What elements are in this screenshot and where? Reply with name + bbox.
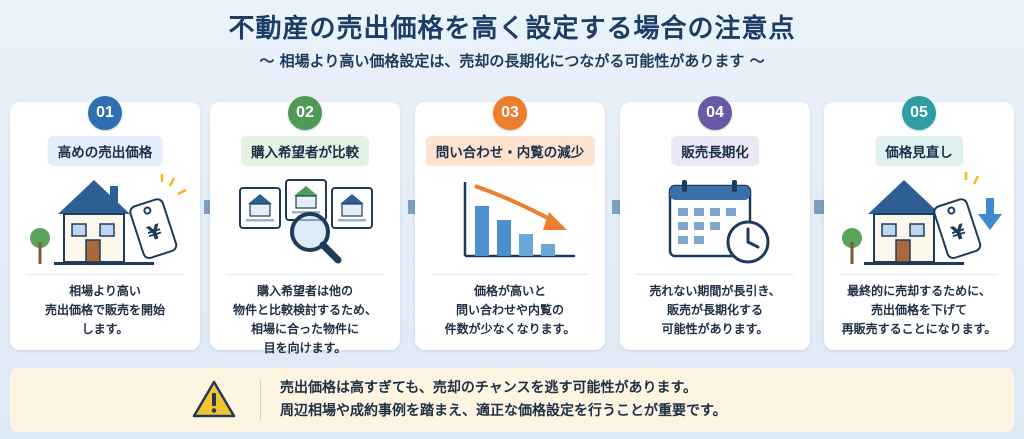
step-card-5: 05 価格見直し ¥ 最終的に売却するために、 売出価格を下げて 再販売すること… — [824, 96, 1014, 350]
step-number-badge: 02 — [288, 96, 322, 130]
declining-bar-chart-icon — [463, 182, 575, 258]
notice-box: 売出価格は高すぎても、売却のチャンスを逃す可能性があります。 周辺相場や成約事例… — [10, 368, 1014, 432]
steps-flow: 01 高めの売出価格 ¥ 相場より高い 売出価格で販売を開始 します。 — [10, 92, 1014, 355]
step-description: 最終的に売却するために、 売出価格を下げて 再販売することになります。 — [841, 284, 997, 336]
step-description: 売れない期間が長引き、 販売が長期化する 可能性があります。 — [649, 284, 781, 336]
step-number-badge: 05 — [902, 96, 936, 130]
house-price-tag-icon: ¥ — [30, 174, 187, 265]
calendar-clock-icon — [668, 180, 770, 264]
compare-listings-magnifier-icon — [239, 179, 373, 264]
step-card-4: 04 販売長期化 売れない期間が長引き、 販売が長期化する 可能性があります。 — [620, 96, 810, 350]
step-card-1: 01 高めの売出価格 ¥ 相場より高い 売出価格で販売を開始 します。 — [10, 96, 200, 350]
step-label: 購入希望者が比較 — [241, 136, 369, 166]
notice-message: 売出価格は高すぎても、売却のチャンスを逃す可能性があります。 周辺相場や成約事例… — [280, 380, 727, 419]
step-number-badge: 03 — [493, 96, 527, 130]
warning-icon — [192, 380, 236, 418]
house-price-down-icon: ¥ — [842, 172, 1002, 265]
step-label: 価格見直し — [875, 136, 963, 166]
step-number-badge: 04 — [698, 96, 732, 130]
step-label: 販売長期化 — [671, 136, 759, 166]
page-title: 不動産の売出価格を高く設定する場合の注意点 — [228, 14, 796, 44]
step-description: 相場より高い 売出価格で販売を開始 します。 — [44, 284, 165, 336]
step-number-badge: 01 — [88, 96, 122, 130]
step-card-2: 02 購入希望者が比較 購入希望者は他の 物件と比較検討するため、 相場に合った… — [210, 96, 400, 355]
page-subtitle: 〜 相場より高い価格設定は、売却の長期化につながる可能性があります 〜 — [259, 52, 765, 70]
step-label: 問い合わせ・内覧の減少 — [425, 136, 595, 166]
step-card-3: 03 問い合わせ・内覧の減少 価格が高いと 問い合わせや内覧の 件数が少なくなり… — [415, 96, 605, 350]
step-description: 購入希望者は他の 物件と比較検討するため、 相場に合った物件に 目を向けます。 — [232, 284, 377, 355]
step-description: 価格が高いと 問い合わせや内覧の 件数が少なくなります。 — [444, 284, 576, 336]
step-label: 高めの売出価格 — [47, 136, 163, 166]
